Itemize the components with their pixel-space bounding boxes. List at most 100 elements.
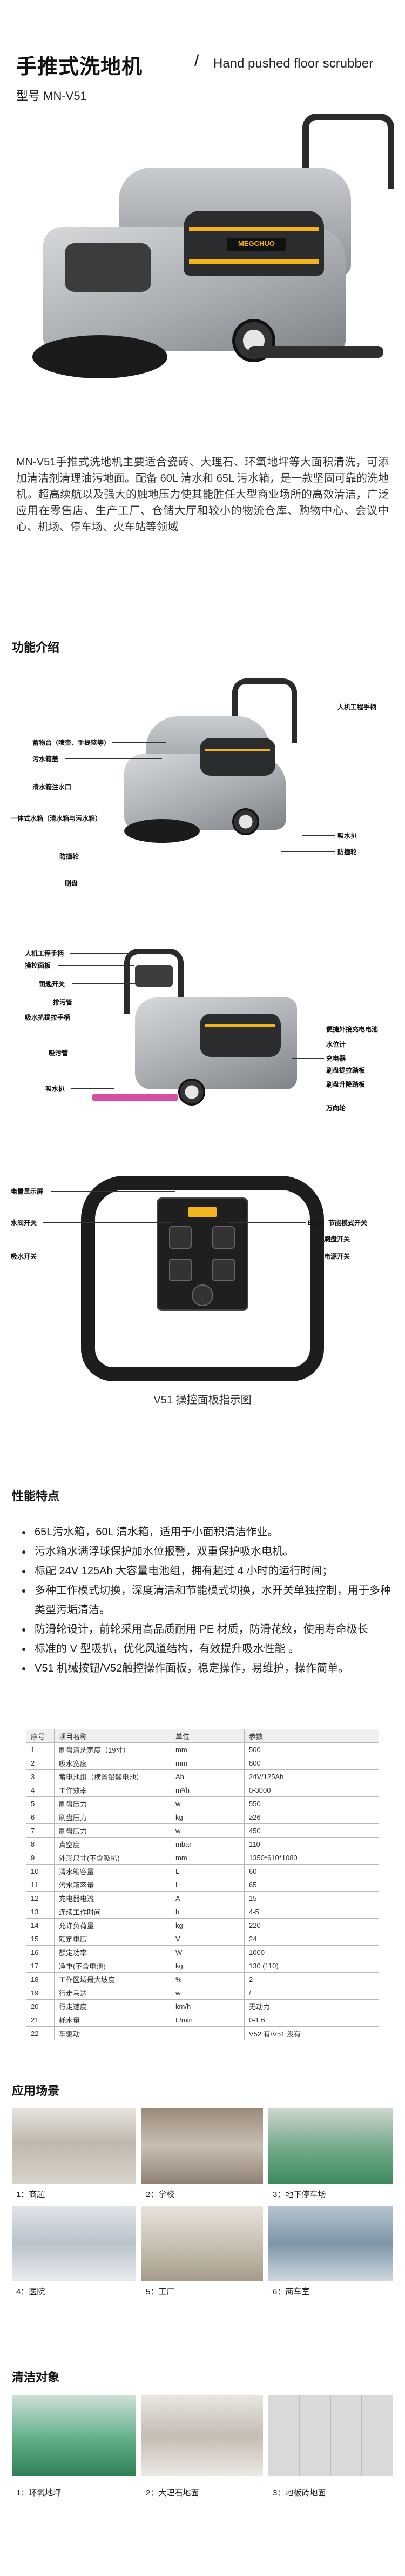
spec-cell-item: 净重(不含电池) [54, 1959, 171, 1973]
callout-line [72, 983, 137, 984]
col-header-index: 序号 [26, 1729, 55, 1743]
spec-cell-index: 22 [26, 2026, 55, 2040]
machine-rear-wheel [232, 808, 259, 835]
spec-cell-item: 刷盘压力 [54, 1796, 171, 1810]
machine-side-panel [200, 1014, 281, 1057]
scene-photo-school [141, 2108, 263, 2184]
features-list: 65L污水箱，60L 清水箱，适用于小面积清洁作业。 污水箱水满浮球保护加水位报… [22, 1522, 394, 1678]
spec-cell-value: 0-1.6 [244, 2013, 379, 2027]
spec-cell-item: 工作效率 [54, 1783, 171, 1797]
spec-cell-index: 18 [26, 1972, 55, 1986]
spec-cell-item: 清水箱容量 [54, 1864, 171, 1878]
spec-cell-index: 16 [26, 1945, 55, 1959]
title-slash: / [194, 52, 199, 70]
spec-cell-index: 7 [26, 1823, 55, 1838]
product-intro-text: MN-V51手推式洗地机主要适合瓷砖、大理石、环氧地坪等大面积清洗，可添加清洁剂… [16, 456, 389, 533]
spec-table-header: 序号 项目名称 单位 参数 [26, 1729, 379, 1743]
panel-button [169, 1226, 192, 1249]
spec-cell-item: 污水箱容量 [54, 1878, 171, 1892]
object-photo-tile [268, 2395, 393, 2476]
callout-label: 吸水扒 [338, 832, 357, 840]
spec-cell-unit: Ah [171, 1769, 245, 1783]
col-header-item: 项目名称 [54, 1729, 171, 1743]
scene-photo-hospital [12, 2206, 136, 2281]
spec-cell-unit: L [171, 1864, 245, 1878]
spec-cell-unit: w [171, 1986, 245, 2000]
spec-cell-index: 9 [26, 1851, 55, 1865]
callout-line [292, 1058, 324, 1059]
callout-label: 一体式水箱（清水箱与污水箱） [11, 815, 102, 822]
spec-cell-value: 15 [244, 1891, 379, 1905]
callout-label: 万向轮 [326, 1104, 346, 1112]
scene-label: 5：工厂 [146, 2287, 175, 2297]
scene-photo-garage [268, 2206, 393, 2281]
spec-cell-index: 11 [26, 1878, 55, 1892]
spec-cell-unit: V [171, 1932, 245, 1946]
spec-cell-unit: kg [171, 1959, 245, 1973]
callout-label: 钥匙开关 [39, 980, 65, 988]
spec-cell-index: 14 [26, 1918, 55, 1932]
callout-label: 刷盘开关 [324, 1235, 350, 1243]
feature-item: 标准的 V 型吸扒，优化风道结构，有效提升吸水性能 。 [22, 1639, 394, 1659]
callout-label: 刷盘提拉踏板 [326, 1067, 366, 1074]
spec-cell-index: 19 [26, 1986, 55, 2000]
spec-cell-index: 17 [26, 1959, 55, 1973]
spec-cell-value: 500 [244, 1742, 379, 1756]
callout-label: 吸水开关 [11, 1253, 37, 1260]
hero-section: 手推式洗地机 / Hand pushed floor scrubber 型号 M… [0, 0, 405, 443]
spec-cell-index: 12 [26, 1891, 55, 1905]
spec-cell-unit: kg [171, 1810, 245, 1824]
scene-label: 2：学校 [146, 2190, 175, 2199]
machine-squeegee [92, 1094, 178, 1101]
function-view-2: 人机工程手柄 操控面板 钥匙开关 排污管 吸水扒提拉手柄 吸污管 吸水扒 便捷外… [0, 943, 405, 1143]
spec-cell-value: ≥26 [244, 1810, 379, 1824]
spec-cell-value: 2 [244, 1972, 379, 1986]
callout-label: 水位计 [326, 1041, 346, 1048]
machine-handle [232, 678, 297, 743]
callout-line [51, 1191, 175, 1192]
callout-label: 防撞轮 [338, 848, 357, 856]
panel-caption: V51 操控面板指示图 [153, 1394, 252, 1406]
machine-control-panel [135, 965, 173, 987]
callout-label: 吸水扒 [45, 1085, 65, 1093]
spec-cell-value: 65 [244, 1878, 379, 1892]
spec-cell-unit: L [171, 1878, 245, 1892]
spec-cell-value: 130 (110) [244, 1959, 379, 1973]
spec-cell-item: 外形尺寸(不含吸扒) [54, 1851, 171, 1865]
machine-yellow-stripe [189, 227, 319, 231]
callout-label: 电源开关 [324, 1253, 350, 1260]
spec-cell-item: 刷盘压力 [54, 1823, 171, 1838]
machine-brand-badge: MEGCHUO [227, 238, 286, 251]
scenes-grid: 1：商超 2：学校 3：地下停车场 4：医院 5：工厂 6：商车室 [0, 2108, 405, 2325]
spec-cell-item: 额定电压 [54, 1932, 171, 1946]
callout-label: 水阀开关 [11, 1219, 37, 1227]
scene-photo-factory [141, 2206, 263, 2281]
spec-cell-index: 6 [26, 1810, 55, 1824]
callout-label: 刷盘 [65, 880, 78, 887]
callout-label: 防撞轮 [59, 853, 79, 860]
spec-cell-unit: w [171, 1796, 245, 1810]
spec-cell-item: 吸水宽度 [54, 1756, 171, 1770]
spec-cell-index: 1 [26, 1742, 55, 1756]
callout-line [281, 851, 335, 852]
spec-cell-unit: mm [171, 1756, 245, 1770]
spec-cell-index: 3 [26, 1769, 55, 1783]
spec-cell-item: 蓄电池组（横置铅酸电池） [54, 1769, 171, 1783]
callout-label: 电量显示屏 [11, 1188, 44, 1195]
scene-label: 4：医院 [16, 2287, 45, 2297]
machine-brush-deck [124, 819, 200, 843]
callout-label: 吸水扒提拉手柄 [25, 1014, 71, 1021]
callout-line [71, 1088, 114, 1089]
spec-cell-value: 220 [244, 1918, 379, 1932]
